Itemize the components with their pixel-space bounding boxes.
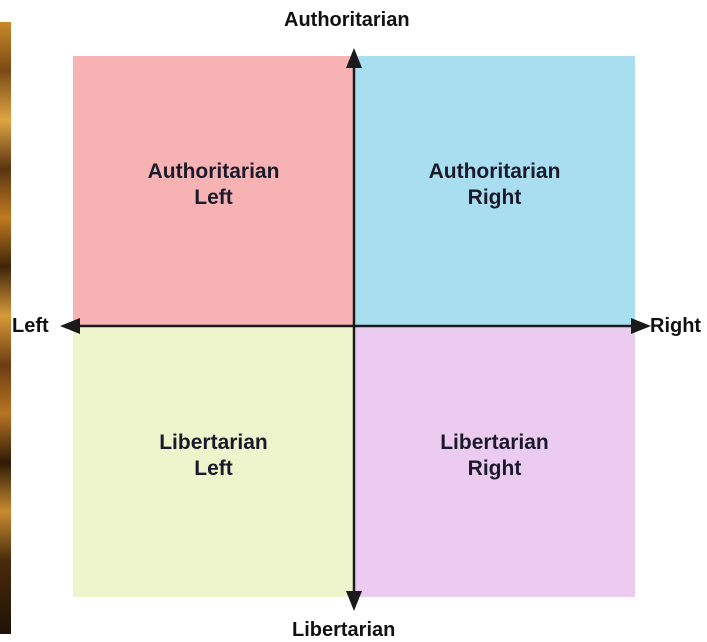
arrow-right-icon: [631, 318, 651, 334]
vertical-axis: [346, 48, 362, 611]
horizontal-axis: [60, 318, 651, 334]
arrow-up-icon: [346, 48, 362, 68]
axis-label-left: Left: [12, 315, 49, 338]
axis-label-libertarian: Libertarian: [292, 619, 395, 642]
arrow-down-icon: [346, 591, 362, 611]
axis-label-right: Right: [650, 315, 701, 338]
axis-label-authoritarian: Authoritarian: [284, 9, 410, 32]
arrow-left-icon: [60, 318, 80, 334]
